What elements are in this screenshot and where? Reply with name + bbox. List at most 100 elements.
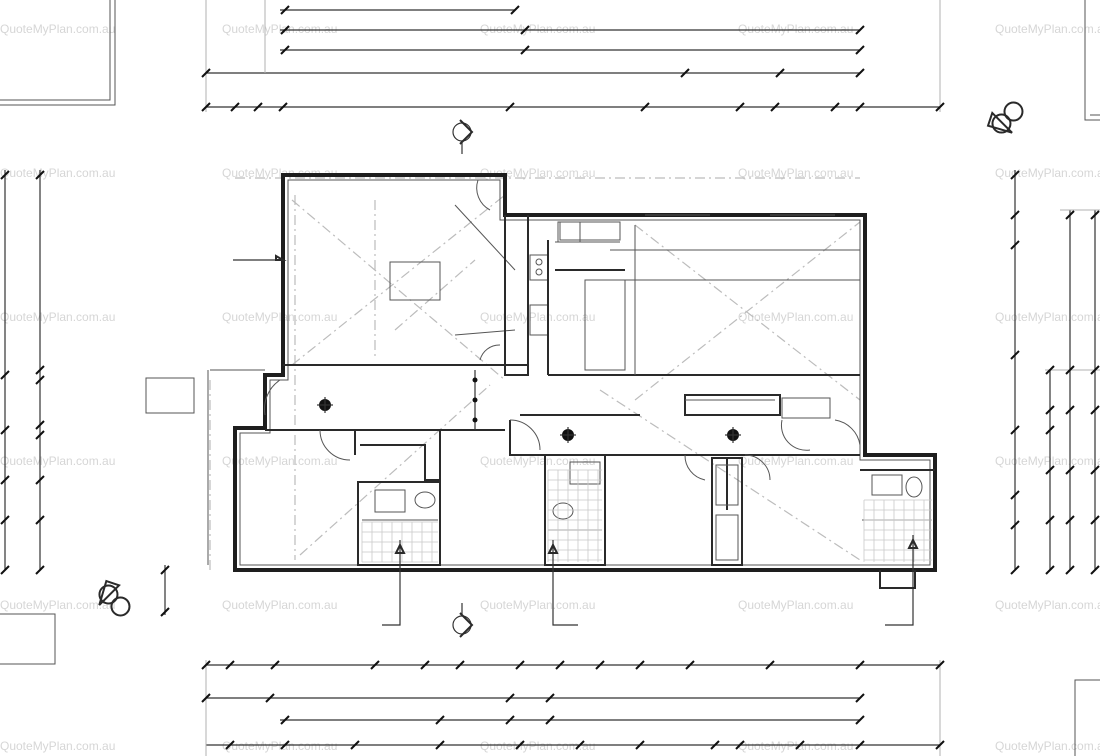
dimension-tick xyxy=(225,660,235,670)
dimension-tick xyxy=(855,740,865,750)
dimension-tick xyxy=(1010,350,1020,360)
dimension-tick xyxy=(515,660,525,670)
watermark-text: QuoteMyPlan.com.au xyxy=(0,454,115,468)
dimension-tick xyxy=(265,693,275,703)
dimension-tick xyxy=(280,740,290,750)
dimension-tick xyxy=(515,740,525,750)
dimension-tick xyxy=(505,693,515,703)
roof-hip-lines xyxy=(209,177,861,570)
dimension-tick xyxy=(855,68,865,78)
top-dimension-lines xyxy=(205,0,941,112)
watermark-text: QuoteMyPlan.com.au xyxy=(222,22,337,36)
dimension-tick xyxy=(505,715,515,725)
dimension-ticks xyxy=(0,5,1100,750)
dimension-tick xyxy=(230,102,240,112)
dimension-tick xyxy=(1010,425,1020,435)
watermark-text: QuoteMyPlan.com.au xyxy=(222,310,337,324)
watermark-text: QuoteMyPlan.com.au xyxy=(995,598,1100,612)
watermark-text: QuoteMyPlan.com.au xyxy=(0,22,115,36)
dimension-tick xyxy=(1045,565,1055,575)
watermark-text: QuoteMyPlan.com.au xyxy=(738,310,853,324)
dimension-tick xyxy=(855,102,865,112)
dimension-tick xyxy=(1010,170,1020,180)
dimension-tick xyxy=(735,102,745,112)
watermark-text: QuoteMyPlan.com.au xyxy=(738,739,853,753)
dimension-tick xyxy=(505,102,515,112)
smoke-detectors xyxy=(317,397,741,443)
dimension-tick xyxy=(35,515,45,525)
watermark-text: QuoteMyPlan.com.au xyxy=(222,598,337,612)
watermark-text: QuoteMyPlan.com.au xyxy=(0,310,115,324)
dimension-tick xyxy=(35,365,45,375)
bottom-dimension-lines xyxy=(205,660,941,756)
watermark-text: QuoteMyPlan.com.au xyxy=(738,166,853,180)
watermark-text: QuoteMyPlan.com.au xyxy=(480,22,595,36)
watermark-text: QuoteMyPlan.com.au xyxy=(222,454,337,468)
dimension-tick xyxy=(575,740,585,750)
kitchen-family xyxy=(547,214,860,376)
dimension-tick xyxy=(1045,405,1055,415)
dimension-tick xyxy=(635,740,645,750)
dimension-tick xyxy=(280,45,290,55)
dimension-tick xyxy=(1045,365,1055,375)
dimension-tick xyxy=(935,740,945,750)
dimension-tick xyxy=(201,68,211,78)
dimension-tick xyxy=(1045,515,1055,525)
dimension-tick xyxy=(0,515,10,525)
garage xyxy=(233,179,528,366)
dimension-tick xyxy=(370,660,380,670)
dimension-tick xyxy=(278,102,288,112)
dimension-tick xyxy=(35,565,45,575)
watermark-text: QuoteMyPlan.com.au xyxy=(480,598,595,612)
dimension-tick xyxy=(1090,405,1100,415)
dimension-tick xyxy=(735,740,745,750)
dimension-tick xyxy=(1010,490,1020,500)
dimension-tick xyxy=(35,430,45,440)
dimension-tick xyxy=(595,660,605,670)
leader-lines xyxy=(207,369,919,626)
dimension-tick xyxy=(1045,465,1055,475)
watermark-text: QuoteMyPlan.com.au xyxy=(480,166,595,180)
dimension-tick xyxy=(795,740,805,750)
dimension-tick xyxy=(855,45,865,55)
dimension-tick xyxy=(280,5,290,15)
wardrobes xyxy=(711,457,743,566)
laundry-and-entry xyxy=(504,215,621,376)
dimension-tick xyxy=(1045,425,1055,435)
dimension-tick xyxy=(35,420,45,430)
dimension-tick xyxy=(855,660,865,670)
dimension-tick xyxy=(545,715,555,725)
dimension-tick xyxy=(350,740,360,750)
dimension-tick xyxy=(520,25,530,35)
dimension-tick xyxy=(1090,515,1100,525)
dimension-tick xyxy=(1090,565,1100,575)
dimension-tick xyxy=(0,370,10,380)
dimension-tick xyxy=(555,660,565,670)
watermark-text: QuoteMyPlan.com.au xyxy=(995,739,1100,753)
watermark-text: QuoteMyPlan.com.au xyxy=(995,166,1100,180)
dimension-tick xyxy=(545,693,555,703)
dimension-tick xyxy=(1090,210,1100,220)
dimension-tick xyxy=(1065,405,1075,415)
watermark-text: QuoteMyPlan.com.au xyxy=(480,454,595,468)
dimension-tick xyxy=(0,170,10,180)
dimension-tick xyxy=(160,607,170,617)
dimension-tick xyxy=(1065,365,1075,375)
watermark-text: QuoteMyPlan.com.au xyxy=(222,739,337,753)
dimension-tick xyxy=(435,715,445,725)
dimension-tick xyxy=(520,45,530,55)
exterior-walls xyxy=(233,173,937,572)
dimension-tick xyxy=(765,660,775,670)
dimension-tick xyxy=(680,68,690,78)
dimension-tick xyxy=(1010,520,1020,530)
dimension-tick xyxy=(225,740,235,750)
dimension-tick xyxy=(855,715,865,725)
right-dimension-lines xyxy=(1014,170,1100,570)
dimension-tick xyxy=(1065,210,1075,220)
dimension-tick xyxy=(35,375,45,385)
dimension-tick xyxy=(280,25,290,35)
dimension-tick xyxy=(201,693,211,703)
dimension-tick xyxy=(435,740,445,750)
dimension-tick xyxy=(685,660,695,670)
